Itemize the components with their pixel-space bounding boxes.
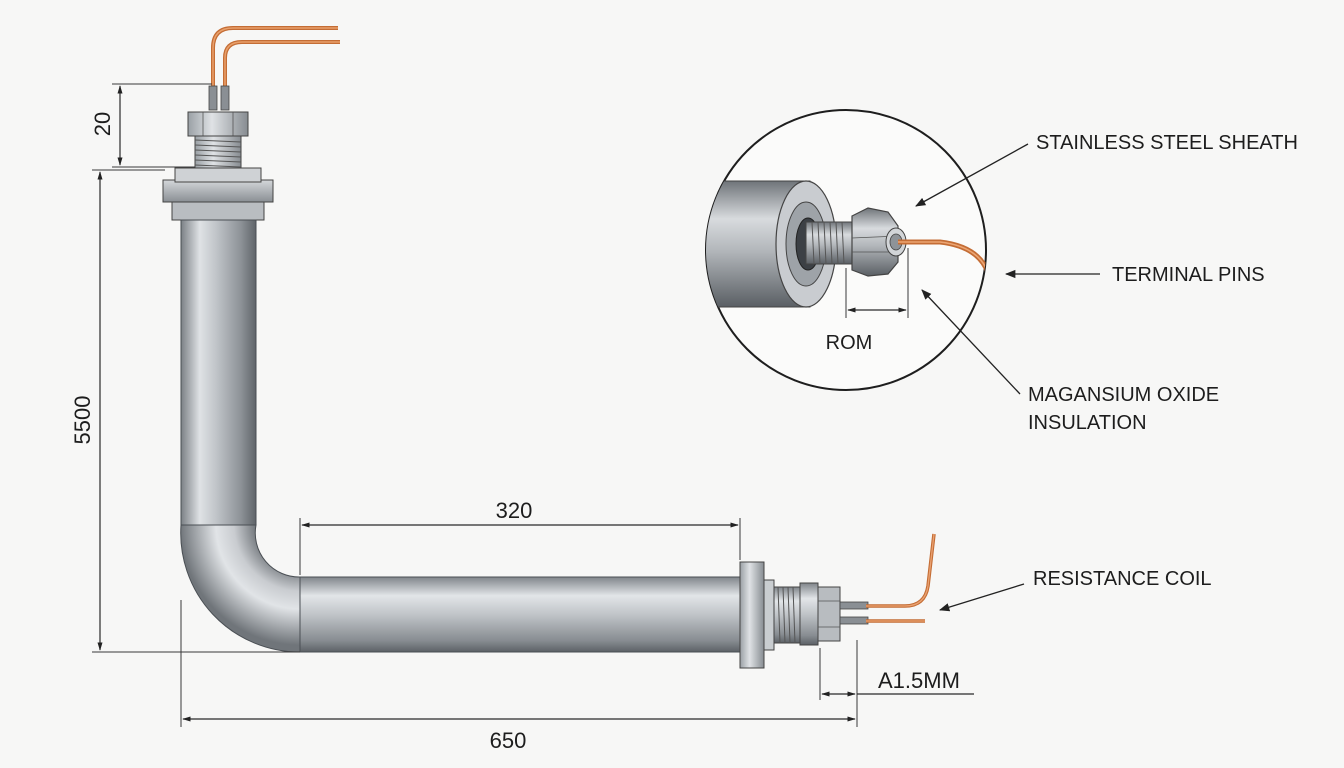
callout-coil-label: RESISTANCE COIL <box>1033 568 1212 590</box>
dim-label-5500: 5500 <box>70 396 95 445</box>
callout-insulation-line1: MAGANSIUM OXIDE <box>1028 384 1219 406</box>
pipe-bend <box>180 524 301 653</box>
heater-body <box>162 26 936 669</box>
dimension-320: 320 <box>299 498 741 575</box>
dim-label-a15mm: A1.5MM <box>878 668 960 693</box>
right-hex-nut <box>799 582 819 646</box>
right-flange <box>739 561 765 669</box>
top-wire-2 <box>223 40 340 95</box>
dimension-5500: 5500 <box>70 169 300 653</box>
dimension-a15mm: A1.5MM <box>819 648 974 700</box>
horizontal-pipe <box>299 576 743 653</box>
top-hex-nut <box>187 111 249 137</box>
callout-pins-label: TERMINAL PINS <box>1112 264 1265 286</box>
callout-coil: RESISTANCE COIL <box>939 568 1212 612</box>
vertical-pipe <box>180 219 257 526</box>
detail-dim-label: ROM <box>826 332 873 354</box>
callout-insulation-line2: INSULATION <box>1028 412 1147 434</box>
callout-sheath: STAINLESS STEEL SHEATH <box>915 132 1298 207</box>
right-wire-1 <box>866 533 936 608</box>
callout-sheath-label: STAINLESS STEEL SHEATH <box>1036 132 1298 154</box>
top-flange <box>162 179 274 203</box>
dimension-20: 20 <box>90 83 212 168</box>
dim-label-650: 650 <box>490 728 527 753</box>
dim-label-20: 20 <box>90 112 115 136</box>
detail-hex-nut <box>851 207 899 277</box>
detail-view: ROM <box>705 109 987 391</box>
top-wire-1 <box>211 26 338 95</box>
dim-label-320: 320 <box>496 498 533 523</box>
callout-insulation: MAGANSIUM OXIDE INSULATION <box>921 289 1219 434</box>
dimension-650: 650 <box>180 600 858 753</box>
callout-pins: TERMINAL PINS <box>1004 264 1265 286</box>
